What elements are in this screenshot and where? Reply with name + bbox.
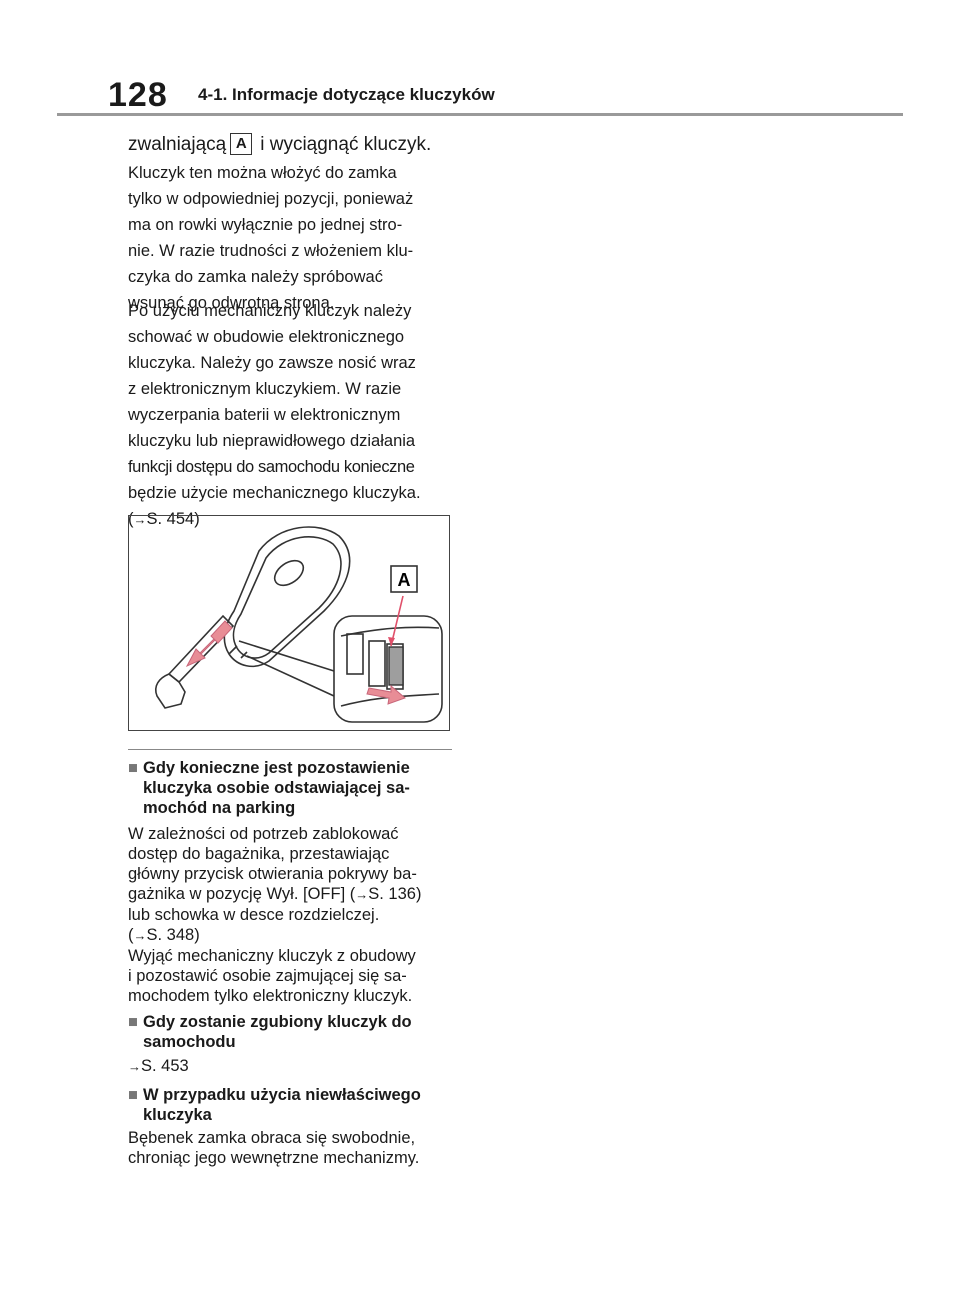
square-bullet-icon: ■ xyxy=(128,1086,138,1104)
lead-text-after: i wyciągnąć kluczyk. xyxy=(260,134,432,155)
text-line: z elektronicznym kluczykiem. W razie xyxy=(128,380,402,398)
heading-line: Gdy zostanie zgubiony kluczyk do xyxy=(143,1013,412,1031)
wrong-key-body: Bębenek zamka obraca się swobodnie, chro… xyxy=(128,1128,462,1168)
text-line: będzie użycie mechanicznego kluczyka. xyxy=(128,484,421,502)
text-line: gażnika w pozycję Wył. [OFF] (→S. 136) xyxy=(128,885,422,903)
arrow-right-icon: → xyxy=(128,1059,141,1074)
heading-line: Gdy konieczne jest pozostawienie xyxy=(143,759,410,777)
text-line: wsunąć go odwrotną stroną. xyxy=(128,294,335,312)
text-line: Kluczyk ten można włożyć do zamka xyxy=(128,164,397,182)
heading-line: kluczyka xyxy=(143,1106,212,1124)
paragraph-storage: Po użyciu mechaniczny kluczyk należy sch… xyxy=(128,298,462,533)
page-reference: (→S. 454) xyxy=(128,510,200,528)
text-line: ma on rowki wyłącznie po jednej stro- xyxy=(128,216,403,234)
callout-a-label: A xyxy=(398,570,411,590)
paragraph-insertion: Kluczyk ten można włożyć do zamka tylko … xyxy=(128,160,462,316)
key-diagram: A xyxy=(154,526,443,723)
lost-key-body: →S. 453 xyxy=(128,1056,462,1077)
text-line: nie. W razie trudności z włożeniem klu- xyxy=(128,242,414,260)
subheading-lost-key: ■ Gdy zostanie zgubiony kluczyk do samoc… xyxy=(128,1012,448,1052)
text-line: funkcji dostępu do samochodu konieczne xyxy=(128,458,415,476)
text-line: wyczerpania baterii w elektronicznym xyxy=(128,406,401,424)
text-line: i pozostawić osobie zajmującej się sa- xyxy=(128,967,407,985)
page-header: 128 4-1. Informacje dotyczące kluczyków xyxy=(100,72,900,116)
callout-a-inline: A xyxy=(230,133,253,155)
section-title: 4-1. Informacje dotyczące kluczyków xyxy=(198,85,495,104)
heading-line: mochód na parking xyxy=(143,799,296,817)
header-rule xyxy=(57,113,903,116)
key-removal-illustration: A xyxy=(128,515,450,731)
text-line: czyka do zamka należy spróbować xyxy=(128,268,383,286)
text-line: W zależności od potrzeb zablokować xyxy=(128,825,399,843)
callout-a-box xyxy=(390,565,418,593)
text-line: kluczyka. Należy go zawsze nosić wraz xyxy=(128,354,416,372)
text-line: schować w obudowie elektronicznego xyxy=(128,328,405,346)
section-divider xyxy=(128,749,452,750)
heading-line: W przypadku użycia niewłaściwego xyxy=(143,1086,421,1104)
text-line: Bębenek zamka obraca się swobodnie, xyxy=(128,1129,416,1147)
text-line: główny przycisk otwierania pokrywy ba- xyxy=(128,865,417,883)
text-line: mochodem tylko elektroniczny kluczyk. xyxy=(128,987,413,1005)
arrow-right-icon: → xyxy=(133,928,147,943)
text-line: dostęp do bagażnika, przestawiając xyxy=(128,845,390,863)
text-line: lub schowka w desce rozdzielczej. xyxy=(128,906,380,924)
heading-line: samochodu xyxy=(143,1033,236,1051)
subheading-valet: ■ Gdy konieczne jest pozostawienie klucz… xyxy=(128,758,448,818)
page-reference: →S. 453 xyxy=(128,1057,189,1075)
text-line: tylko w odpowiedniej pozycji, ponieważ xyxy=(128,190,414,208)
text-line: chroniąc jego wewnętrzne mechanizmy. xyxy=(128,1149,420,1167)
text-line: Po użyciu mechaniczny kluczyk należy xyxy=(128,302,412,320)
lead-text-before: zwalniającą xyxy=(128,134,227,155)
square-bullet-icon: ■ xyxy=(128,759,138,777)
valet-body: W zależności od potrzeb zablokować dostę… xyxy=(128,824,462,1006)
subheading-wrong-key: ■ W przypadku użycia niewłaściwego klucz… xyxy=(128,1085,458,1125)
text-line: (→S. 348) xyxy=(128,926,200,944)
text-line: Wyjąć mechaniczny kluczyk z obudowy xyxy=(128,947,416,965)
heading-line: kluczyka osobie odstawiającej sa- xyxy=(143,779,410,797)
page-number: 128 xyxy=(108,76,168,114)
text-line: kluczyku lub nieprawidłowego działania xyxy=(128,432,416,450)
square-bullet-icon: ■ xyxy=(128,1013,138,1031)
arrow-right-icon: → xyxy=(355,887,369,902)
